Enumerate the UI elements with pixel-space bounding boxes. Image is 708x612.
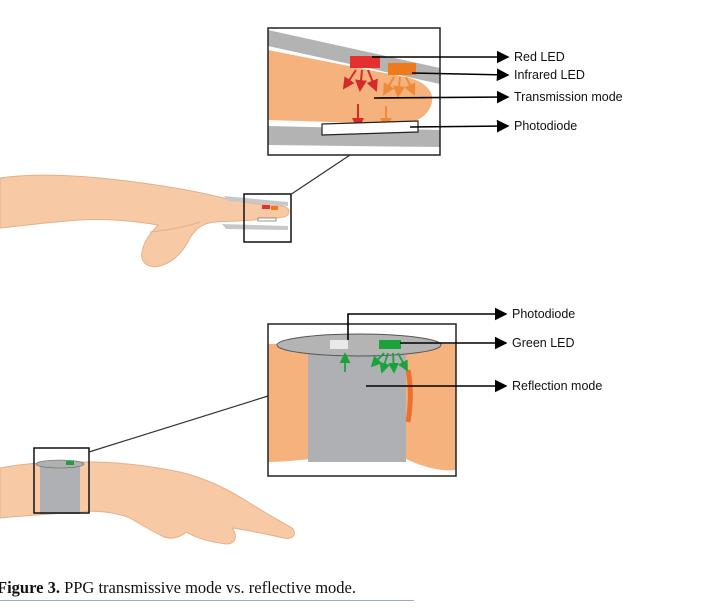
label-green-led: Green LED xyxy=(512,336,575,350)
zoom-box-small-bottom xyxy=(33,447,90,514)
photodiode xyxy=(321,120,419,136)
finger-sensor-small xyxy=(222,196,288,230)
pointing-hand xyxy=(0,174,290,268)
photodiode-bottom xyxy=(330,340,348,349)
zoom-connector-top xyxy=(289,154,351,196)
label-transmission-mode: Transmission mode xyxy=(514,90,623,104)
wrist-hand xyxy=(0,459,295,545)
caption-text: PPG transmissive mode vs. reflective mod… xyxy=(64,578,356,597)
label-reflection-mode: Reflection mode xyxy=(512,379,603,393)
reflection-zoom-panel xyxy=(267,323,457,477)
caption-prefix: Figure 3. xyxy=(0,578,60,597)
sensor-surface xyxy=(276,333,442,357)
caption-underline xyxy=(0,600,414,601)
sensor-band xyxy=(308,346,406,462)
transmission-zoom-panel xyxy=(267,27,441,156)
figure-caption: Figure 3. PPG transmissive mode vs. refl… xyxy=(0,578,356,598)
red-led xyxy=(350,56,380,68)
infrared-led xyxy=(388,63,416,75)
green-led xyxy=(379,340,401,349)
label-photodiode-bottom: Photodiode xyxy=(512,307,576,321)
zoom-connector-bottom xyxy=(88,395,269,453)
label-red-led: Red LED xyxy=(514,50,565,64)
green-light-rays xyxy=(339,352,408,374)
label-infrared-led: Infrared LED xyxy=(514,68,585,82)
zoom-box-small-top xyxy=(243,193,292,243)
label-photodiode-top: Photodiode xyxy=(514,119,578,133)
